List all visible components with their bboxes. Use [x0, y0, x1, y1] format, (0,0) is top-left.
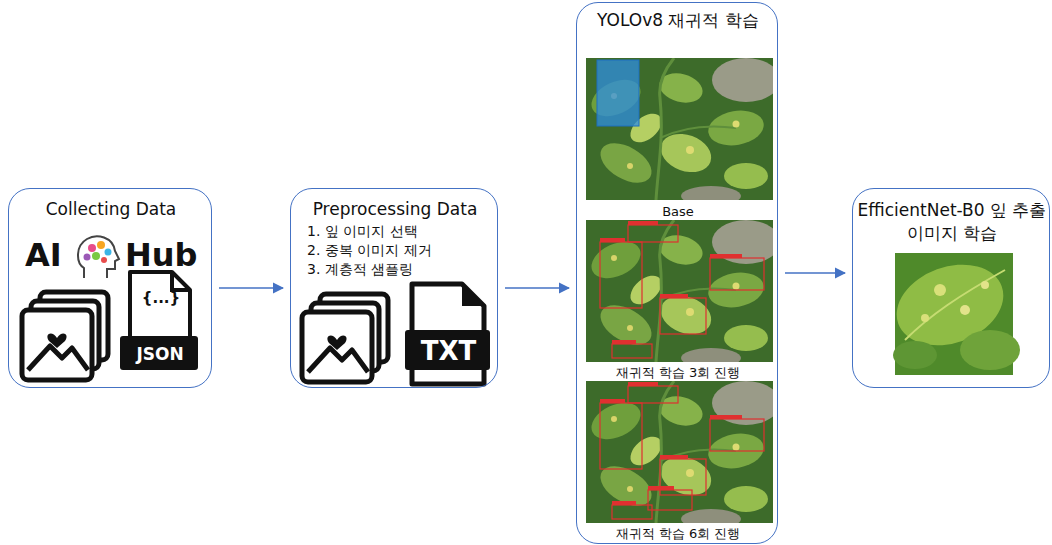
- detection-tag: [612, 340, 636, 344]
- detection-tag: [660, 455, 688, 459]
- leaf-photo: [586, 220, 780, 368]
- brain-dot: [105, 249, 112, 256]
- brain-dot: [101, 257, 107, 263]
- leaf-spot: [934, 284, 946, 296]
- process-box: Collecting DataAI Hub {...} JSON: [8, 188, 212, 388]
- process-box: Preprocessing Data 1. 잎 이미지 선택2. 중복 이미지 제…: [290, 188, 498, 388]
- file-band: [120, 336, 198, 370]
- detection-box: [597, 60, 639, 126]
- flow-arrow: [785, 272, 845, 274]
- step-item: 2. 중복 이미지 제거: [307, 242, 432, 260]
- detection-box: [628, 386, 678, 403]
- detection-box: [628, 225, 678, 242]
- detection-box: [612, 505, 652, 519]
- leaf-spot: [960, 305, 970, 315]
- detection-tag: [660, 294, 688, 298]
- logo-text: Hub: [125, 235, 197, 275]
- process-box: YOLOv8 재귀적 학습 Base 재귀적 학습 3회 진행재귀적 학습 6회 진…: [576, 2, 778, 544]
- leaf-photo: [586, 58, 780, 206]
- extracted-leaf-image: [885, 250, 1020, 375]
- detection-box: [660, 298, 706, 334]
- image-stack-icon: [22, 292, 108, 380]
- file-symbol: {...}: [131, 289, 191, 308]
- detection-tag: [600, 238, 625, 242]
- brain-dot: [97, 241, 105, 249]
- flow-arrow: [219, 287, 283, 289]
- image-caption: 재귀적 학습 6회 진행: [577, 526, 779, 542]
- leaf: [893, 341, 937, 369]
- brain-dot: [84, 254, 91, 261]
- detection-tag: [648, 486, 674, 490]
- detection-tag: [628, 382, 658, 386]
- step-item: 1. 잎 이미지 선택: [307, 223, 418, 241]
- box-heading: Preprocessing Data: [291, 199, 499, 220]
- detection-tag: [710, 254, 742, 258]
- step-item: 3. 계층적 샘플링: [307, 261, 413, 279]
- box-heading: Collecting Data: [9, 199, 213, 220]
- detection-box: [612, 344, 652, 358]
- box-heading: EfficientNet-B0 잎 추출 이미지 학습: [857, 199, 1047, 245]
- detection-tags: [600, 221, 742, 505]
- file-band: [405, 330, 490, 370]
- leaf-photo: [586, 381, 780, 529]
- image-caption: 재귀적 학습 3회 진행: [577, 365, 779, 381]
- detection-tag: [600, 399, 625, 403]
- flow-arrow: [505, 287, 569, 289]
- box-heading: YOLOv8 재귀적 학습: [577, 10, 779, 31]
- detection-box: [710, 419, 764, 451]
- leaf-spot: [921, 314, 929, 322]
- detection-box: [710, 258, 764, 290]
- file-fold: [172, 272, 190, 290]
- head-outline: [78, 236, 119, 278]
- file-type: JSON: [121, 337, 199, 371]
- logo-text: AI: [25, 235, 62, 275]
- detection-tag: [628, 221, 658, 225]
- process-box: EfficientNet-B0 잎 추출 이미지 학습: [852, 188, 1050, 388]
- brain-icon: [78, 236, 119, 278]
- detection-tag: [710, 415, 742, 419]
- file-type: TXT: [406, 331, 491, 371]
- file-icon: [130, 272, 190, 338]
- leaf: [960, 330, 1020, 370]
- leaf-vein: [905, 270, 1005, 340]
- image-caption: Base: [577, 204, 779, 220]
- detection-tag: [612, 501, 636, 505]
- image-stack-icon: [302, 294, 388, 382]
- brain-dot: [88, 244, 96, 252]
- detection-box: [600, 403, 642, 469]
- detection-box: [600, 242, 642, 308]
- file-fold: [462, 284, 484, 306]
- brain-dot: [92, 252, 100, 260]
- detection-box: [648, 490, 692, 510]
- leaf-spot: [981, 281, 989, 289]
